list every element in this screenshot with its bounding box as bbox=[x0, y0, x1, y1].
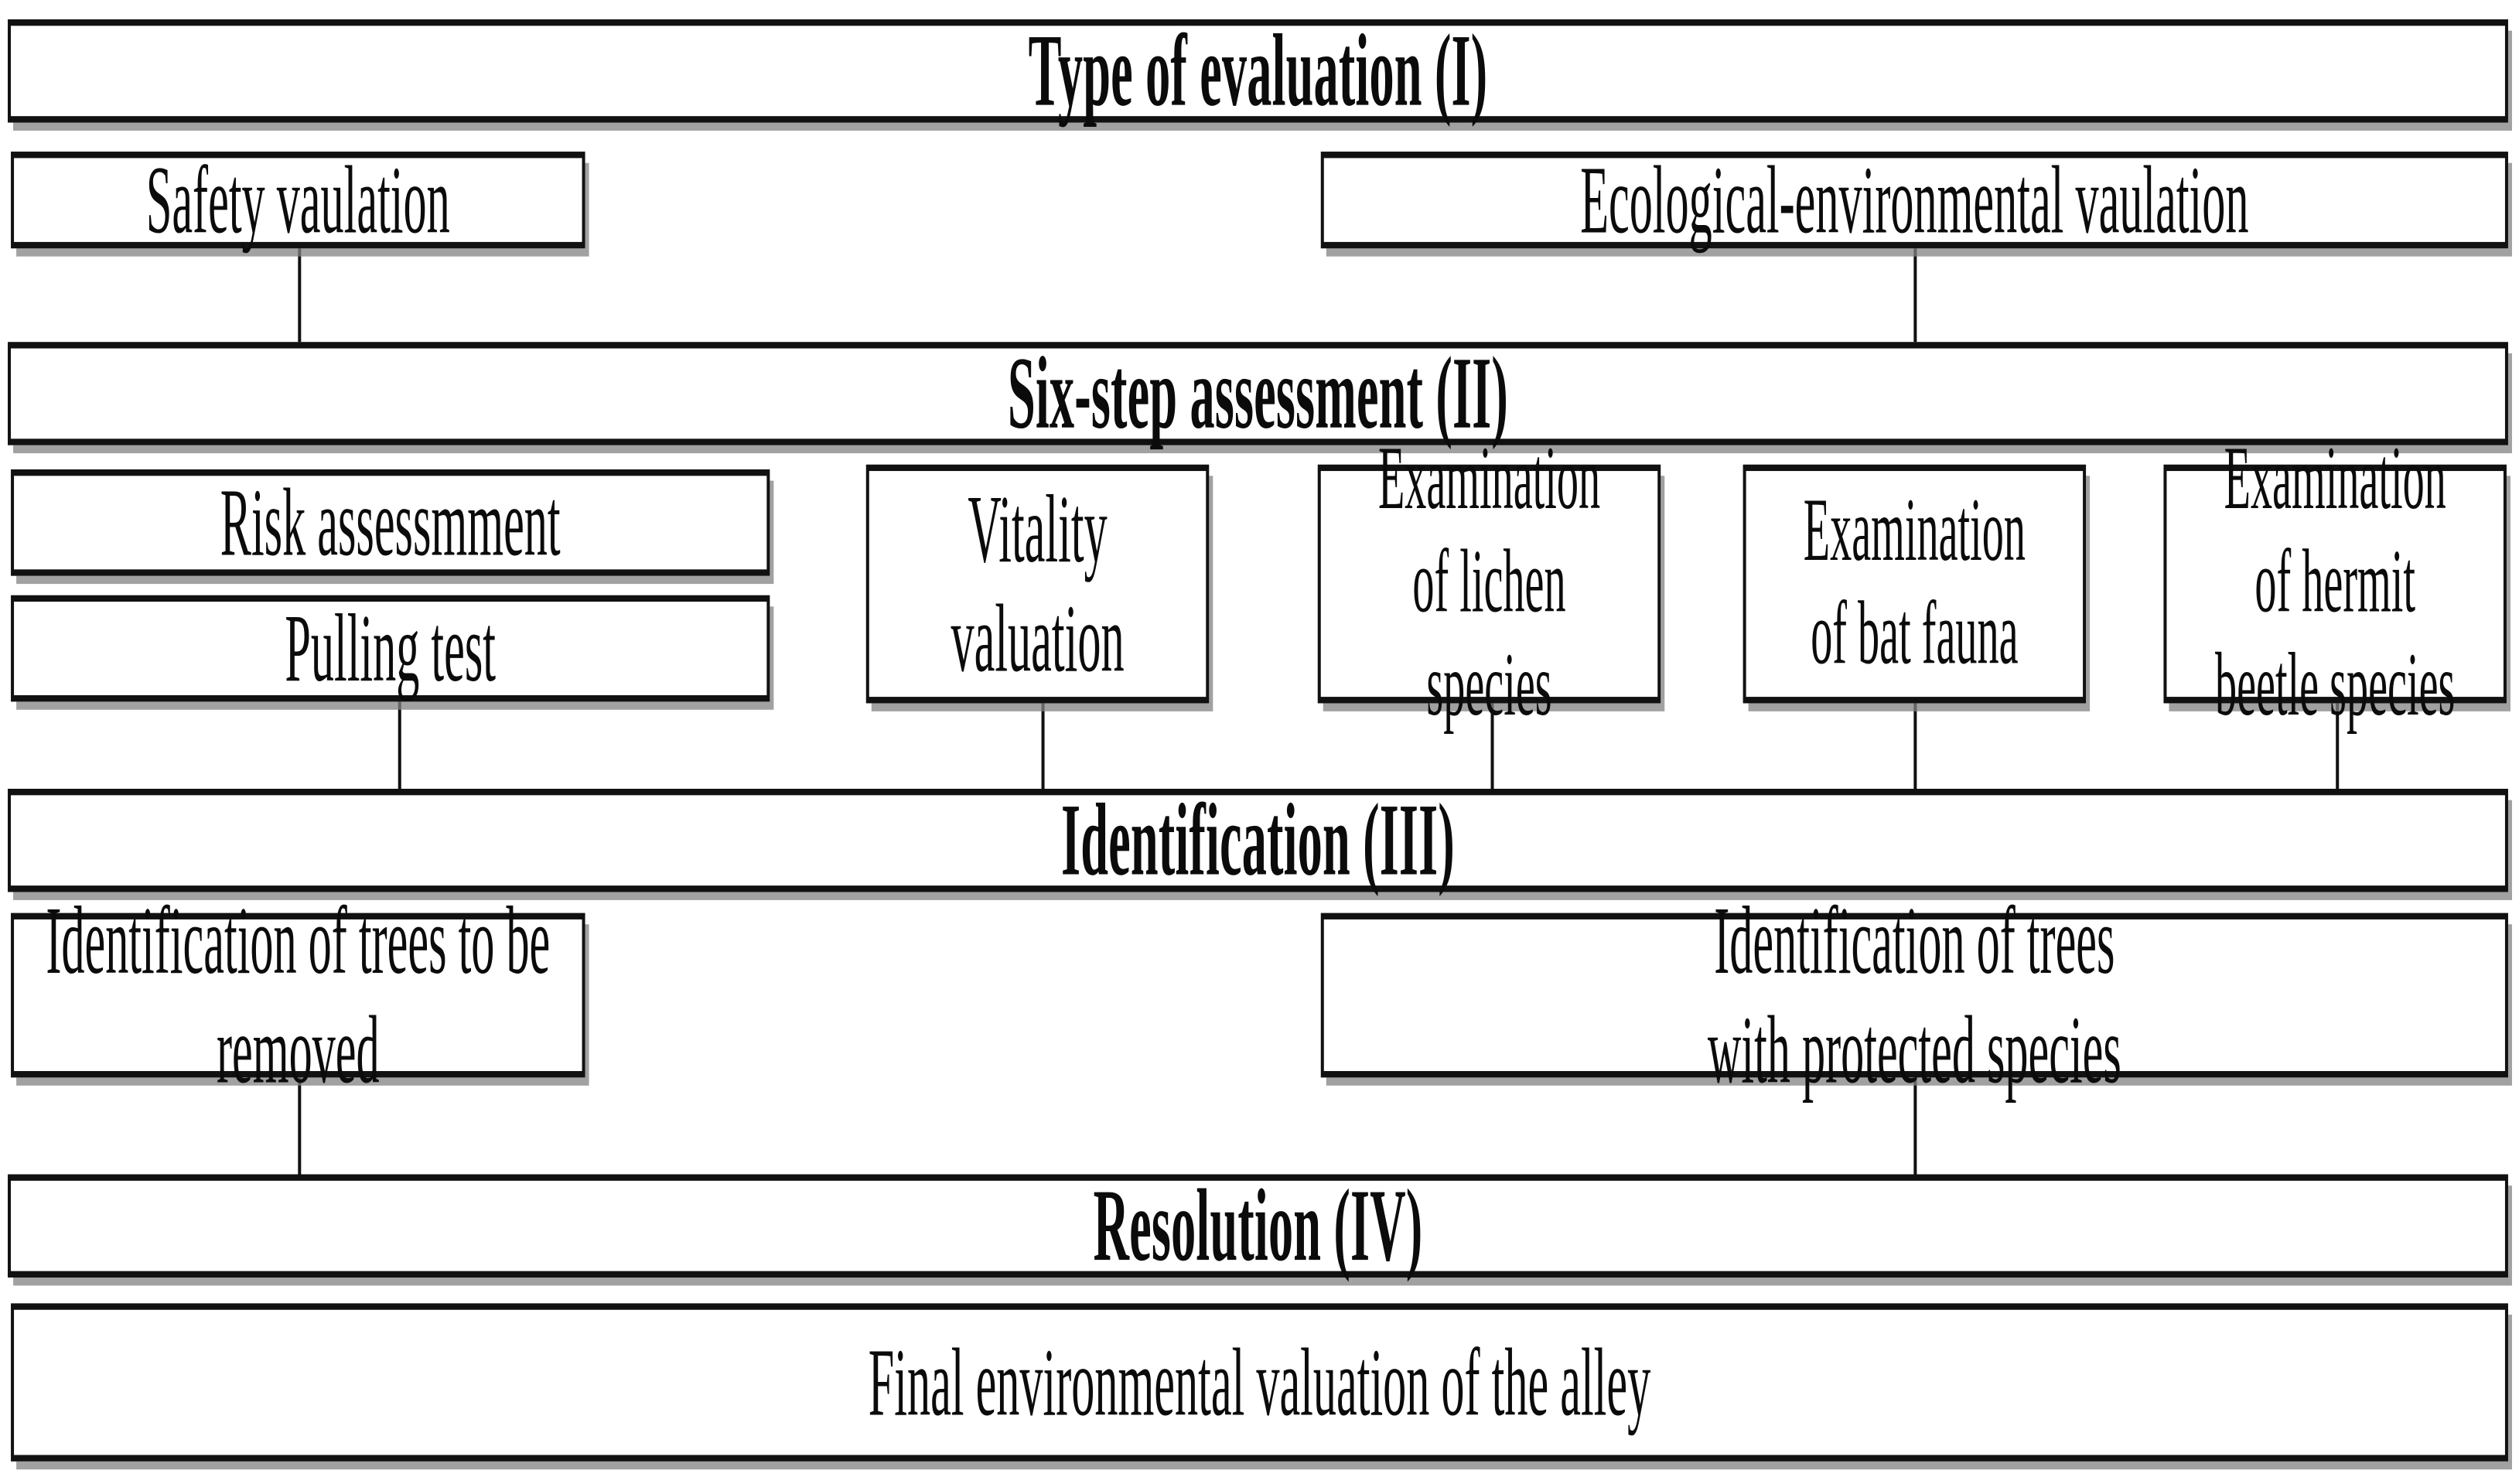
connector-ecological-to-stage2 bbox=[1913, 241, 1917, 352]
stage-label-ii: Six-step assessment (II) bbox=[1007, 334, 1508, 449]
label-risk-assessment: Risk assessmment bbox=[220, 469, 561, 576]
stage-box-identification: Identification (III) bbox=[8, 782, 2508, 896]
stage-box-resolution: Resolution (IV) bbox=[8, 1167, 2508, 1281]
box-vitality-valuation: Vitality valuation bbox=[865, 464, 1210, 704]
box-examination-bat-fauna: Examination of bat fauna bbox=[1742, 464, 2087, 704]
box-pulling-test: Pulling test bbox=[11, 595, 770, 702]
label-ecological-environmental-valuation: Ecological-environmental vaulation bbox=[1580, 146, 2249, 254]
connector-trees-protected-to-stage4 bbox=[1913, 1071, 1917, 1181]
label-examination-hermit-beetle-species: Examination of hermit beetle species bbox=[2214, 429, 2456, 735]
connector-lichen-to-stage3 bbox=[1490, 698, 1494, 799]
connector-pulling-test-to-stage3 bbox=[398, 698, 401, 799]
connector-bat-to-stage3 bbox=[1913, 698, 1917, 799]
box-identification-trees-protected: Identification of trees with protected s… bbox=[1320, 886, 2508, 1104]
label-safety-valuation: Safety vaulation bbox=[145, 146, 450, 254]
box-examination-hermit-beetle-species: Examination of hermit beetle species bbox=[2163, 429, 2507, 735]
stage-box-six-step-assessment: Six-step assessment (II) bbox=[8, 335, 2508, 449]
stage-label-iii: Identification (III) bbox=[1061, 781, 1455, 896]
box-identification-trees-removed: Identification of trees to be removed bbox=[11, 886, 585, 1104]
label-examination-bat-fauna: Examination of bat fauna bbox=[1803, 480, 2026, 684]
box-risk-assessment: Risk assessmment bbox=[11, 469, 770, 576]
stage-label-iv: Resolution (IV) bbox=[1093, 1167, 1423, 1282]
label-examination-lichen-species: Examination of lichen species bbox=[1377, 429, 1601, 735]
stage-box-type-of-evaluation: Type of evaluation (I) bbox=[8, 12, 2508, 127]
connector-trees-removed-to-stage4 bbox=[298, 1071, 302, 1181]
box-final-environmental-valuation: Final environmental valuation of the all… bbox=[11, 1303, 2508, 1462]
connector-beetle-to-stage3 bbox=[2336, 698, 2340, 799]
label-vitality-valuation: Vitality valuation bbox=[951, 475, 1125, 692]
stage-label-i: Type of evaluation (I) bbox=[1028, 12, 1488, 127]
box-safety-valuation: Safety vaulation bbox=[11, 146, 585, 253]
box-ecological-environmental-valuation: Ecological-environmental vaulation bbox=[1320, 146, 2508, 253]
box-examination-lichen-species: Examination of lichen species bbox=[1317, 429, 1661, 735]
label-final-environmental-valuation: Final environmental valuation of the all… bbox=[868, 1329, 1651, 1436]
connector-safety-to-stage2 bbox=[298, 241, 302, 352]
connector-vitality-to-stage3 bbox=[1041, 698, 1045, 799]
label-identification-trees-protected: Identification of trees with protected s… bbox=[1707, 886, 2121, 1104]
label-identification-trees-removed: Identification of trees to be removed bbox=[46, 886, 551, 1104]
label-pulling-test: Pulling test bbox=[285, 595, 497, 701]
